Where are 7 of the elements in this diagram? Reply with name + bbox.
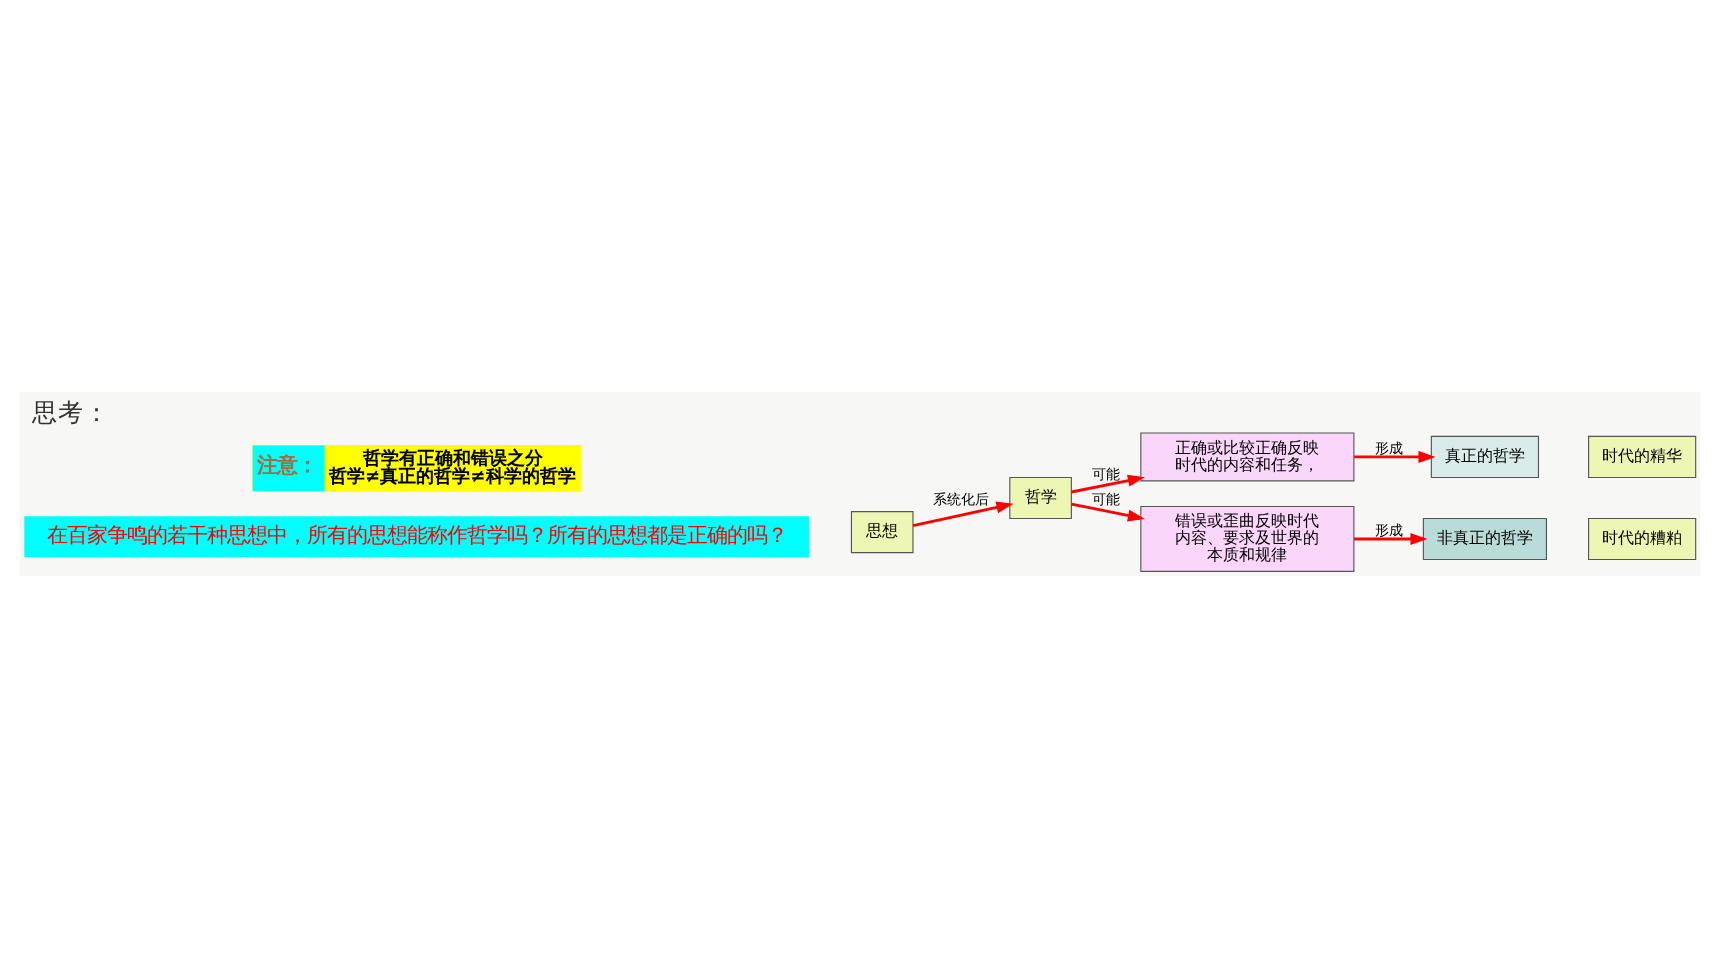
arrow (912, 501, 1014, 528)
arrow (1354, 532, 1428, 545)
label: 在百家争鸣的若干种思想中，所有的思想能称作哲学吗？所有的思想都是正确的吗？ (46, 523, 787, 548)
arrow (1071, 474, 1145, 494)
diagram-title: 思考： (32, 397, 111, 428)
arrow (1071, 502, 1145, 522)
arrow (1354, 450, 1436, 463)
